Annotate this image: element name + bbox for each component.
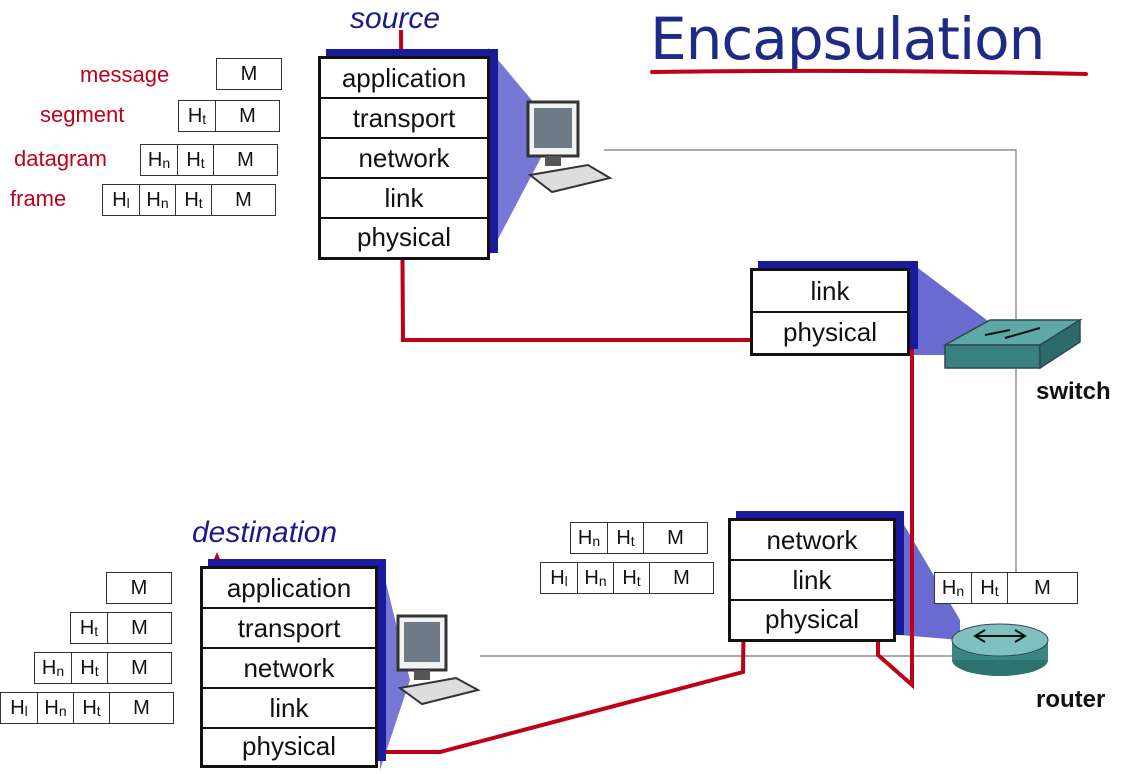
router-layer-physical: physical bbox=[765, 604, 859, 634]
pdu-name-datagram: datagram bbox=[14, 146, 107, 171]
data-path-arrowhead bbox=[211, 552, 223, 566]
router-icon bbox=[951, 623, 1049, 676]
source-message-pdu: M bbox=[216, 58, 282, 90]
payload-cell: M bbox=[649, 563, 713, 593]
destination-fan bbox=[380, 558, 410, 770]
switch-icon bbox=[942, 318, 1083, 370]
payload-cell: M bbox=[643, 523, 707, 553]
switch-label: switch bbox=[1036, 378, 1111, 405]
payload-cell: M bbox=[107, 613, 171, 643]
router-fan bbox=[900, 518, 960, 640]
network-links bbox=[480, 149, 1017, 657]
destination-layer-transport: transport bbox=[203, 609, 375, 649]
switch-layer-link: link bbox=[753, 271, 907, 313]
source-layer-application: application bbox=[321, 59, 487, 99]
destination-message-pdu: M bbox=[106, 572, 172, 604]
destination-layer-application: application bbox=[203, 569, 375, 609]
source-layer-transport: transport bbox=[321, 99, 487, 139]
destination-computer-icon bbox=[396, 614, 481, 706]
destination-label: destination bbox=[192, 516, 338, 549]
router-layer-link: link bbox=[731, 561, 893, 601]
payload-cell: M bbox=[130, 576, 148, 599]
payload-cell: M bbox=[109, 693, 173, 723]
payload-cell: M bbox=[1007, 573, 1077, 603]
source-label: source bbox=[350, 2, 441, 35]
router-layer-network: network bbox=[731, 521, 893, 561]
source-layer-network: network bbox=[321, 139, 487, 179]
payload-cell: M bbox=[107, 653, 171, 683]
destination-layer-network: network bbox=[203, 649, 375, 689]
payload-cell: M bbox=[240, 62, 258, 85]
destination-layer-link: link bbox=[203, 689, 375, 729]
source-layer-physical: physical bbox=[357, 222, 451, 252]
router-label: router bbox=[1036, 686, 1106, 713]
title-underline bbox=[650, 68, 1088, 76]
source-computer-icon bbox=[526, 100, 613, 194]
page-title: Encapsulation bbox=[650, 5, 1045, 73]
destination-layer-physical: physical bbox=[242, 731, 336, 761]
router-protocol-stack: network link physical bbox=[728, 518, 896, 642]
pdu-name-segment: segment bbox=[40, 102, 125, 127]
pdu-name-message: message bbox=[80, 62, 170, 87]
switch-protocol-stack: link physical bbox=[750, 268, 910, 356]
destination-protocol-stack: application transport network link physi… bbox=[200, 566, 378, 768]
source-layer-link: link bbox=[321, 179, 487, 219]
payload-cell: M bbox=[211, 185, 275, 215]
payload-cell: M bbox=[215, 101, 279, 131]
pdu-name-frame: frame bbox=[10, 186, 67, 211]
source-protocol-stack: application transport network link physi… bbox=[318, 56, 490, 260]
switch-layer-physical: physical bbox=[783, 317, 877, 347]
payload-cell: M bbox=[213, 145, 277, 175]
